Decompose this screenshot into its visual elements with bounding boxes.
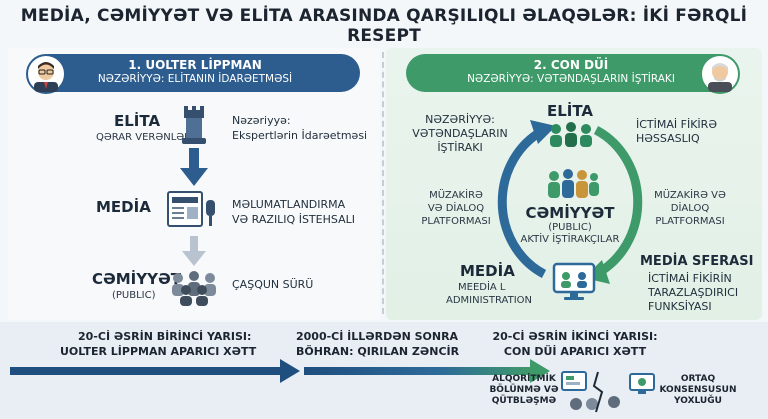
lippman-elite-title: ELİTA (114, 112, 161, 130)
lippman-heading: 1. UOLTER LİPPMAN (128, 58, 262, 72)
lippman-society-sub: (PUBLIC) (112, 290, 156, 301)
lippman-elite-desc-2: Ekspertlərin İdarəetməsi (232, 129, 368, 142)
panel-divider (382, 52, 384, 314)
dewey-society-title: CƏMİYYƏT (525, 204, 615, 222)
timeline-consensus-3: YOXLUĞU (674, 396, 722, 406)
dewey-sphere-3: FUNKSİYASI (648, 300, 712, 313)
timeline-algorithmic-1: ALQORİTMİK (492, 374, 556, 384)
timeline-stage1-b: UOLTER LİPPMAN APARICI XƏTT (60, 345, 257, 358)
timeline-stage3-a: 20-Cİ ƏSRİN İKİNCİ YARISI: (492, 330, 658, 343)
dewey-opinion-2: HƏSSASLIQ (636, 132, 700, 145)
lippman-elite-sub: QƏRAR VERƏNLƏR (96, 132, 192, 143)
arrow-down-icon (180, 148, 208, 186)
arrow-down-light-icon (182, 236, 206, 266)
lippman-society-title: CƏMİYYƏT (92, 270, 181, 288)
lippman-media-title: MEDİA (96, 198, 151, 216)
dewey-left-dialogue-1: MÜZAKİRƏ (429, 190, 483, 201)
dewey-theory-1: NƏZƏRİYYƏ: (425, 113, 495, 126)
dewey-society-sub: (PUBLIC) (548, 222, 592, 233)
dewey-left-dialogue-3: PLATFORMASI (421, 216, 491, 227)
page-title: MEDİA, CƏMİYYƏT VƏ ELİTA ARASINDA QARŞIL… (20, 6, 748, 46)
timeline-stage2-b: BÖHRAN: QIRILAN ZƏNCİR (296, 345, 460, 358)
dewey-media-sub-2: ADMINISTRATION (446, 295, 533, 306)
crowd-icon (172, 271, 216, 306)
lippman-media-desc-1: MƏLUMATLANDIRMA (232, 198, 346, 211)
dewey-right-dialogue-3: PLATFORMASI (655, 216, 725, 227)
lippman-media-desc-2: VƏ RAZILIQ İSTEHSALI (232, 213, 355, 226)
dewey-opinion-1: İCTİMAİ FİKİRƏ (636, 118, 717, 131)
timeline-stage3-b: CON DÜİ APARICI XƏTT (503, 345, 647, 358)
media-screen-icon (552, 262, 596, 300)
newspaper-mic-icon (167, 191, 215, 227)
timeline-algorithmic-2: BÖLÜNMƏ VƏ (489, 385, 559, 395)
timeline-algorithmic-3: QÜTBLƏŞMƏ (491, 396, 557, 406)
dewey-sphere-1: İCTİMAİ FİKİRİN (648, 272, 732, 285)
lippman-banner: 1. UOLTER LİPPMAN NƏZƏRİYYƏ: ELİTANIN İD… (30, 54, 360, 92)
lippman-portrait-icon (26, 54, 66, 94)
dewey-theory-2: VƏTƏNDAŞLARIN (412, 127, 508, 140)
dewey-left-dialogue-2: VƏ DİALOQ (427, 203, 485, 214)
timeline-arrow (10, 359, 550, 383)
dewey-heading: 2. CON DÜİ (533, 58, 609, 72)
elite-chess-icon (182, 106, 206, 144)
dewey-elite-title: ELİTA (546, 102, 594, 120)
dewey-banner: 2. CON DÜİ NƏZƏRİYYƏ: VƏTƏNDAŞLARIN İŞTİ… (406, 54, 736, 92)
broken-chain-icon (561, 371, 620, 413)
dewey-portrait-icon (700, 54, 740, 94)
dewey-right-dialogue-1: MÜZAKİRƏ VƏ (654, 190, 726, 201)
lippman-society-desc: ÇAŞQUN SÜRÜ (232, 278, 314, 291)
elite-group-icon (550, 122, 592, 147)
dewey-sphere-2: TARAZLAŞDIRICI (648, 286, 739, 299)
dewey-sphere-title: MEDİA SFERASI (640, 254, 754, 269)
timeline-consensus-1: ORTAQ (680, 374, 716, 384)
society-group-icon (548, 169, 599, 198)
dewey-society-desc: AKTİV İŞTİRAKÇILAR (520, 234, 620, 245)
dewey-media-title: MEDİA (460, 262, 515, 280)
timeline-consensus-2: KONSENSUSUN (659, 385, 737, 395)
dewey-media-sub-1: MEEDİA L (458, 282, 506, 293)
lippman-elite-desc-1: Nəzəriyyə: (232, 114, 291, 127)
dewey-theory-3: İŞTİRAKI (437, 141, 483, 154)
consensus-screen-icon (629, 373, 655, 394)
lippman-subheading: NƏZƏRİYYƏ: ELİTANIN İDARƏETMƏSİ (97, 73, 293, 85)
timeline-stage2-a: 2000-Cİ İLLƏRDƏN SONRA (296, 330, 459, 343)
dewey-right-dialogue-2: DİALOQ (670, 203, 710, 214)
dewey-subheading: NƏZƏRİYYƏ: VƏTƏNDAŞLARIN İŞTİRAKI (467, 73, 675, 85)
timeline-stage1-a: 20-Cİ ƏSRİN BİRİNCİ YARISI: (78, 330, 252, 343)
